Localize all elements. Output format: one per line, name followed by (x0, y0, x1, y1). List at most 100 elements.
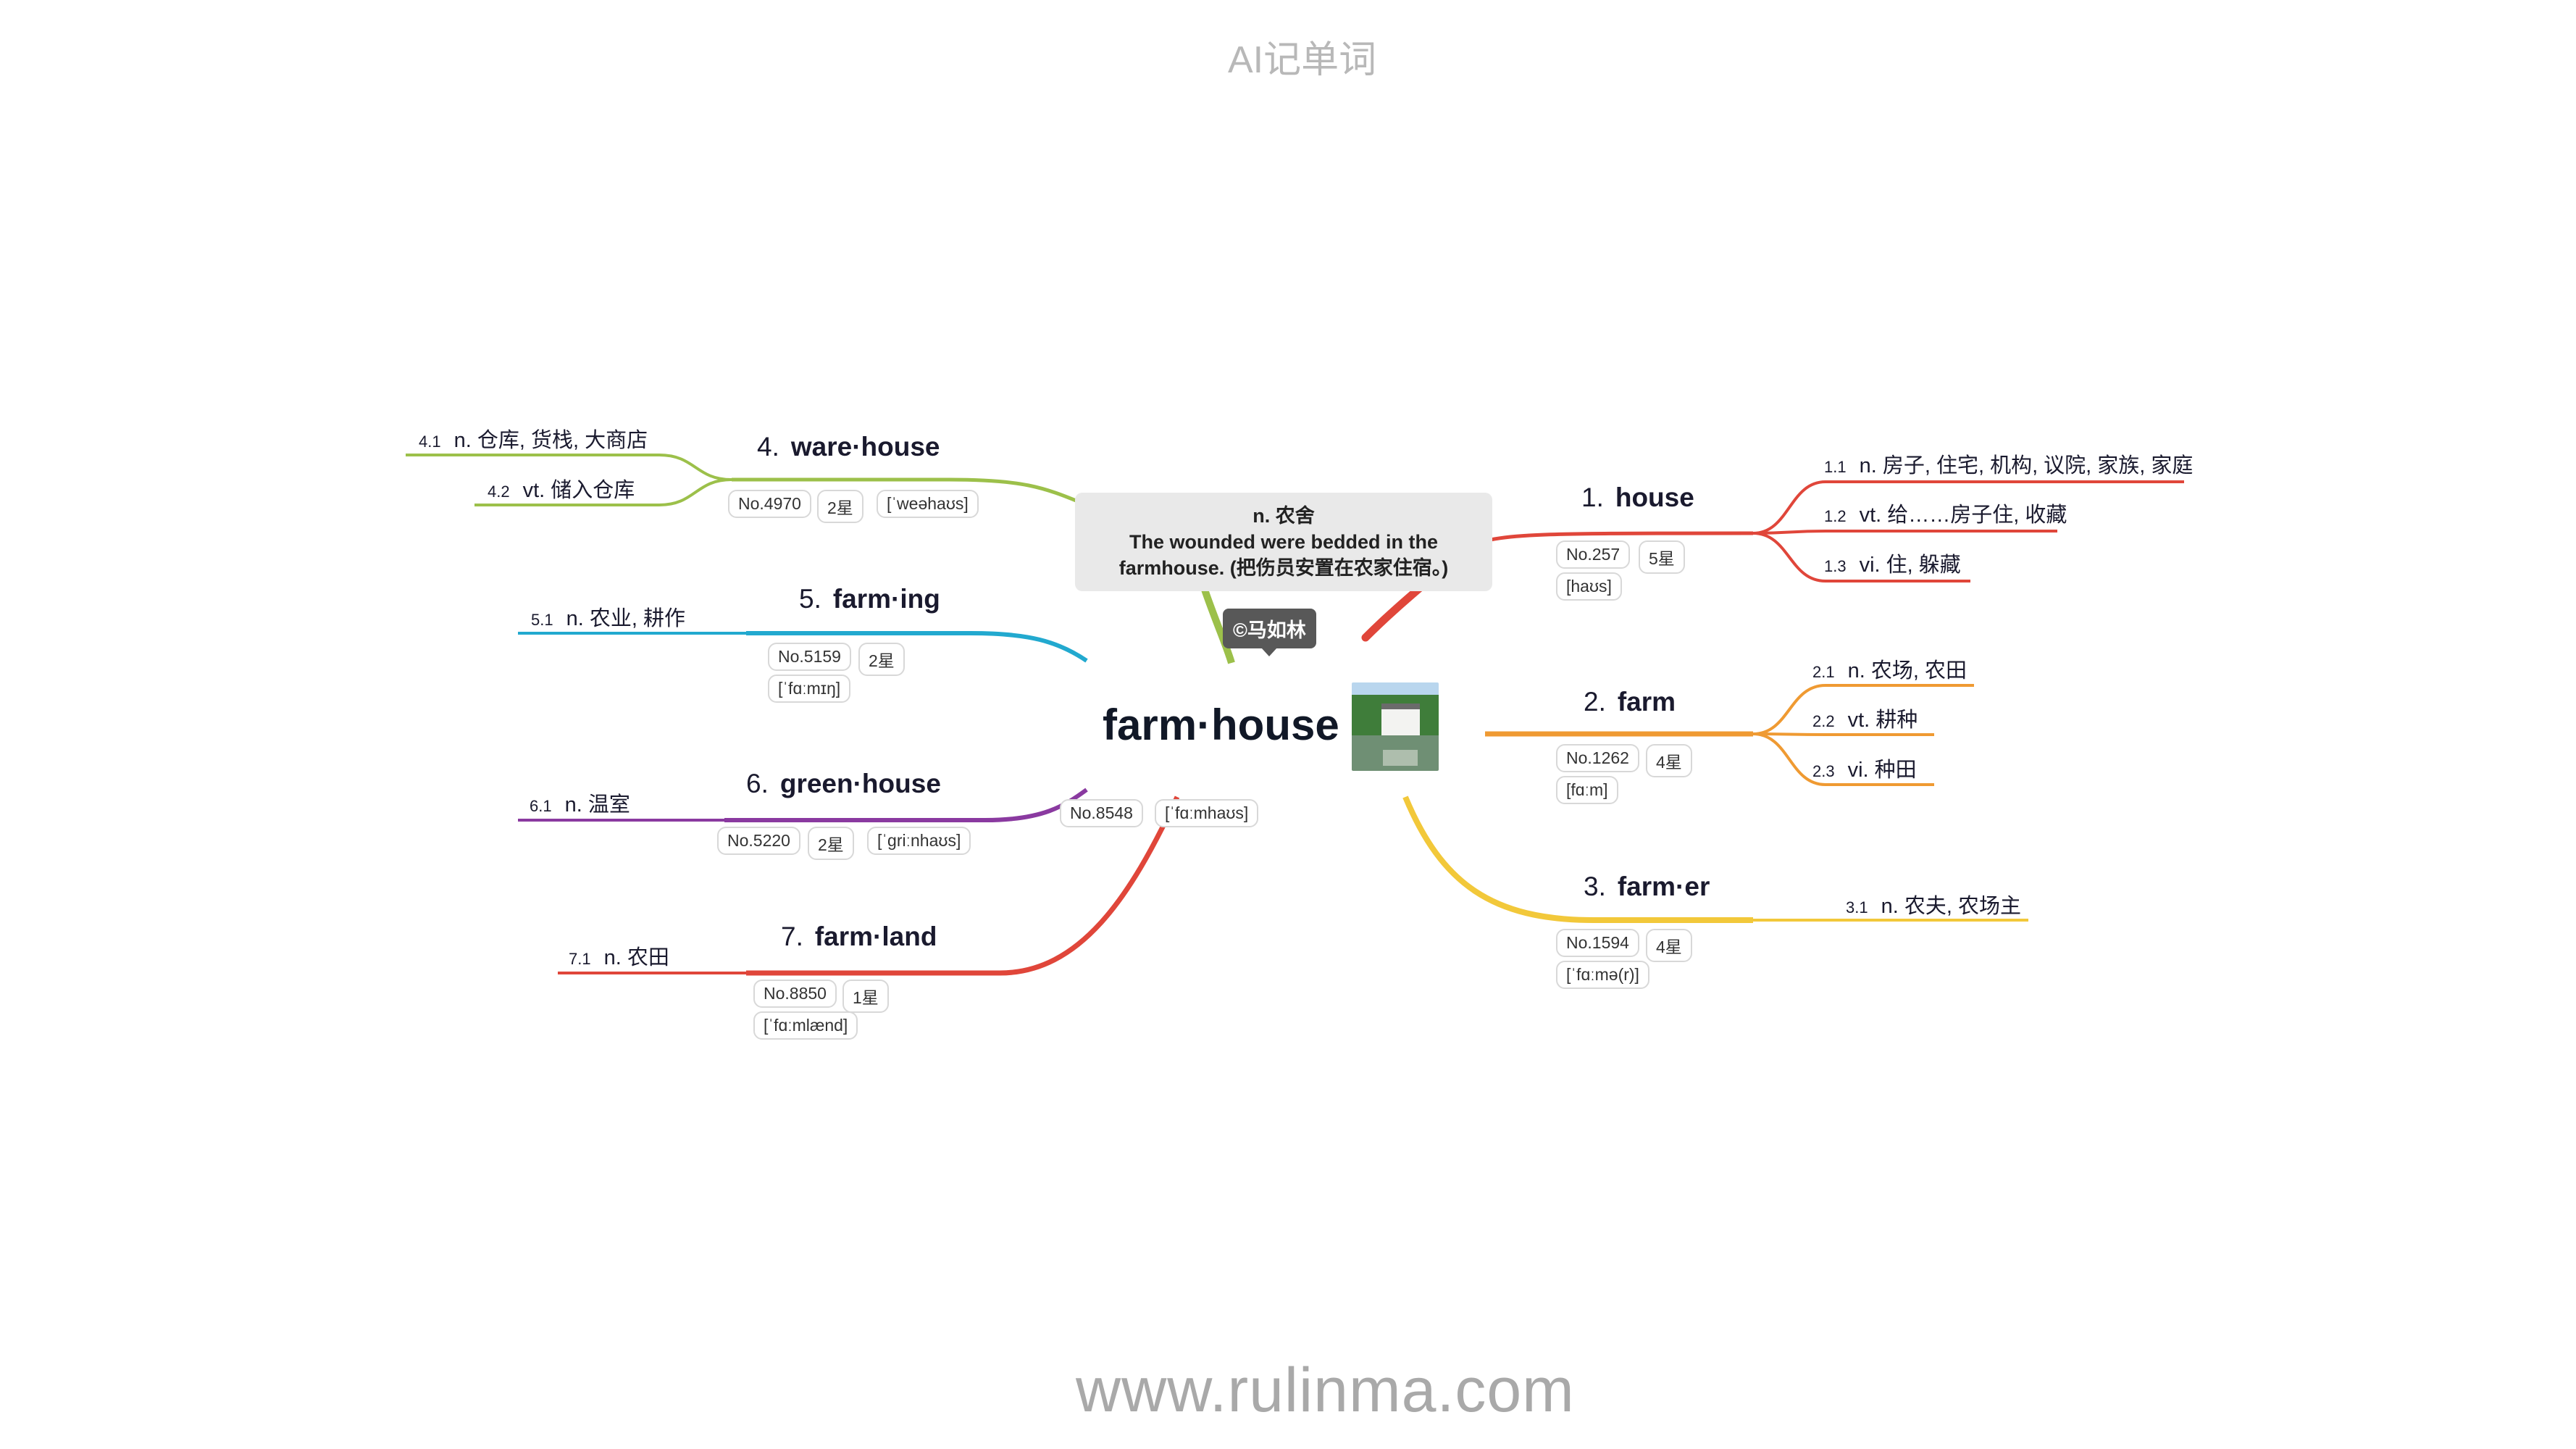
branch-6-index: 6. (746, 769, 769, 798)
sense-5-1: 5.1 n. 农业, 耕作 (531, 601, 685, 632)
center-definition: n. 农舍 (1253, 505, 1315, 527)
sense-2-3: 2.3 vi. 种田 (1812, 753, 1917, 783)
sense-2-2: 2.2 vt. 耕种 (1812, 703, 1918, 733)
branch-6-number: No.5220 (717, 827, 800, 855)
sense-1-3-text: vi. 住, 躲藏 (1859, 554, 1961, 577)
connector-sense-2-2 (1752, 732, 1934, 736)
connector-sense-4-1 (406, 454, 732, 481)
branch-3-index: 3. (1584, 872, 1606, 901)
sense-4-1-id: 4.1 (419, 433, 441, 451)
branch-3-stars: 4星 (1646, 929, 1692, 962)
branch-2-stars: 4星 (1646, 744, 1692, 777)
center-word: farm·house (1103, 701, 1339, 749)
branch-4-title: 4. ware·house (757, 432, 940, 462)
farmhouse-photo (1352, 682, 1439, 771)
connector-farmer (1402, 796, 1753, 923)
branch-2-number: No.1262 (1556, 744, 1639, 772)
definition-callout: n. 农舍 The wounded were bedded in the far… (1075, 493, 1492, 591)
sense-6-1-id: 6.1 (530, 797, 552, 815)
connector-farming (746, 631, 1088, 663)
branch-6-title: 6. green·house (746, 769, 941, 799)
connector-sense-2-3 (1752, 732, 1934, 786)
sense-1-2-text: vt. 给……房子住, 收藏 (1859, 504, 2067, 527)
branch-2-index: 2. (1584, 687, 1606, 717)
branch-1-phonetic: [haʊs] (1556, 572, 1622, 601)
branch-1-word: house (1615, 483, 1694, 512)
sense-5-1-text: n. 农业, 耕作 (566, 607, 685, 630)
sense-3-1-id: 3.1 (1846, 898, 1868, 916)
branch-7-title: 7. farm·land (781, 922, 937, 952)
branch-7-phonetic: [ˈfɑːmlænd] (753, 1011, 858, 1040)
copyright-text: ©马如林 (1233, 619, 1306, 641)
sense-2-2-id: 2.2 (1812, 712, 1835, 730)
branch-5-title: 5.farm·ing (799, 584, 940, 614)
sense-1-3: 1.3 vi. 住, 躲藏 (1824, 548, 1961, 578)
sense-4-1-text: n. 仓库, 货栈, 大商店 (453, 429, 648, 452)
branch-7-word: farm·land (814, 922, 937, 951)
branch-2-phonetic: [fɑːm] (1556, 776, 1618, 804)
sense-4-2-id: 4.2 (488, 483, 510, 501)
connector-sense-1-2 (1752, 530, 2057, 535)
photo-reflection (1383, 749, 1418, 766)
branch-6-stars: 2星 (808, 827, 854, 860)
branch-3-phonetic: [ˈfɑːmə(r)] (1556, 961, 1649, 989)
branch-1-index: 1. (1581, 483, 1604, 512)
sense-2-3-id: 2.3 (1812, 762, 1835, 780)
connector-warehouse-extension (732, 477, 1084, 506)
connector-sense-4-2 (474, 478, 732, 506)
sense-1-3-id: 1.3 (1824, 557, 1847, 575)
branch-5-number: No.5159 (768, 643, 851, 671)
sense-2-1-id: 2.1 (1812, 663, 1835, 681)
footer-url: www.rulinma.com (1076, 1356, 1575, 1425)
branch-6-word: green·house (779, 769, 941, 798)
branch-4-stars: 2星 (817, 490, 863, 523)
branch-7-index: 7. (781, 922, 803, 951)
branch-5-phonetic: [ˈfɑːmɪŋ] (768, 675, 851, 703)
sense-2-1-text: n. 农场, 农田 (1847, 659, 1967, 682)
center-phonetic-badge: [ˈfɑːmhaʊs] (1155, 799, 1259, 827)
sense-3-1-text: n. 农夫, 农场主 (1881, 895, 2021, 918)
sense-5-1-id: 5.1 (531, 611, 553, 629)
connector-sense-1-3 (1752, 532, 1970, 582)
branch-1-title: 1. house (1581, 483, 1694, 513)
sense-1-2-id: 1.2 (1824, 507, 1847, 525)
sense-7-1-text: n. 农田 (603, 946, 669, 969)
branch-6-phonetic: [ˈgriːnhaʊs] (867, 827, 971, 855)
sense-6-1-text: n. 温室 (564, 793, 630, 817)
sense-7-1-id: 7.1 (569, 950, 591, 968)
branch-4-index: 4. (757, 432, 779, 462)
branch-5-word: farm·ing (832, 584, 940, 614)
center-number-badge: No.8548 (1060, 799, 1143, 827)
badge-pointer (1261, 648, 1278, 656)
branch-3-title: 3.farm·er (1584, 872, 1710, 902)
photo-house (1381, 703, 1420, 740)
sense-2-1: 2.1 n. 农场, 农田 (1812, 653, 1967, 684)
sense-2-3-text: vi. 种田 (1847, 759, 1917, 782)
center-example-translation: farmhouse. (把伤员安置在农家住宿。) (1118, 557, 1449, 579)
branch-3-number: No.1594 (1556, 929, 1639, 957)
sense-1-2: 1.2 vt. 给……房子住, 收藏 (1824, 498, 2067, 528)
branch-1-stars: 5星 (1639, 540, 1685, 574)
connector-greenhouse (724, 788, 1088, 822)
branch-2-word: farm (1617, 687, 1676, 717)
branch-4-number: No.4970 (728, 490, 811, 518)
center-example-en: The wounded were bedded in the (1129, 531, 1439, 553)
branch-7-stars: 1星 (842, 980, 889, 1013)
sense-2-2-text: vt. 耕种 (1847, 709, 1918, 732)
sense-6-1: 6.1 n. 温室 (530, 788, 630, 818)
branch-2-title: 2. farm (1584, 687, 1676, 717)
connector-sense-2-1 (1752, 684, 1974, 735)
sense-4-2: 4.2 vt. 储入仓库 (488, 473, 635, 504)
sense-1-1-id: 1.1 (1824, 458, 1847, 476)
sense-3-1: 3.1 n. 农夫, 农场主 (1846, 889, 2021, 919)
sense-4-2-text: vt. 储入仓库 (522, 479, 635, 502)
copyright-badge: ©马如林 (1223, 609, 1316, 656)
page-title: AI记单词 (1228, 39, 1377, 81)
sense-4-1: 4.1 n. 仓库, 货栈, 大商店 (419, 423, 648, 454)
branch-1-number: No.257 (1556, 540, 1631, 569)
connector-sense-1-1 (1752, 480, 2184, 535)
sense-7-1: 7.1 n. 农田 (569, 940, 669, 971)
branch-4-word: ware·house (790, 432, 940, 462)
